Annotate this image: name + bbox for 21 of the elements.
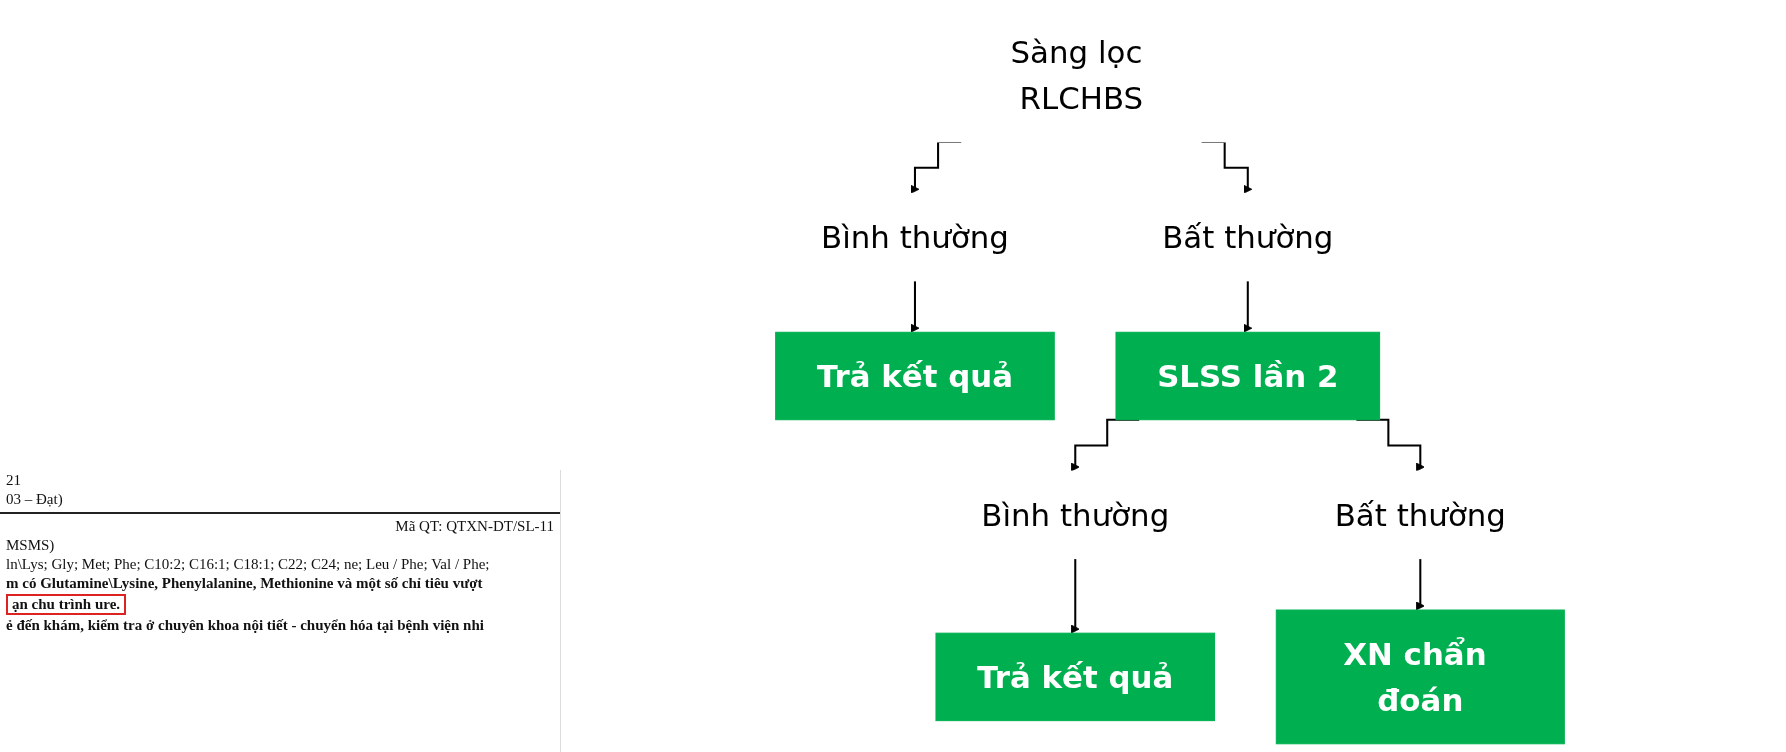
document-text: 21 — [6, 472, 21, 488]
node-text: Bất thường — [1162, 219, 1334, 256]
document-text: ạn chu trình ure. — [6, 594, 127, 615]
document-text: MSMS) — [6, 537, 55, 553]
node-text: Bất thường — [1334, 496, 1506, 533]
arrow — [910, 279, 920, 333]
arrow — [1070, 557, 1080, 634]
arrow — [1243, 279, 1253, 333]
node-box: Trả kết quả — [935, 632, 1216, 722]
document-text: ẻ đến khám, kiểm tra ở chuyên khoa nội tiết - chuyển hóa tại bệnh viện nhi — [6, 617, 484, 633]
node-box: XN chẩn đoán — [1275, 609, 1565, 745]
document-text: Mã QT: QTXN-DT/SL-11 — [395, 518, 554, 534]
document-text: ln\Lys; Gly; Met; Phe; C10:2; C16:1; C18:1; C22; C24; ne; Leu / Phe; Val / Phe; — [6, 556, 490, 572]
node-text: Bình thường — [821, 219, 1009, 256]
document-text: m có Glutamine\Lysine, Phenylalanine, Methionine và một số chỉ tiêu vượt — [6, 575, 483, 591]
node-box: SLSS lần 2 — [1115, 331, 1381, 421]
arrow — [1415, 557, 1425, 611]
node-text: Bình thường — [981, 496, 1170, 533]
node-text: Sàng lọc RLCHBS — [1010, 33, 1144, 117]
document-text: 03 – Đạt) — [6, 491, 63, 507]
node-box: Trả kết quả — [775, 331, 1055, 421]
